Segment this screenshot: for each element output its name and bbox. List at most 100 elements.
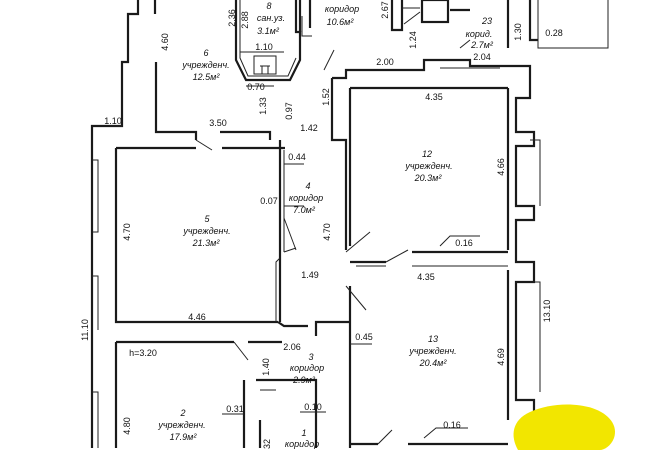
door-room12	[345, 231, 371, 253]
dim-line-016b	[423, 427, 468, 439]
dim-130: 1.30	[513, 23, 523, 41]
dim-288: 2.88	[240, 11, 250, 29]
top-corridor-area: 10.6м²	[327, 17, 355, 27]
toilet-bowl	[260, 65, 270, 74]
dim-031: 0.31	[226, 404, 244, 414]
wall-23-right	[528, 0, 538, 42]
dim-133: 1.33	[258, 97, 268, 115]
room6-number: 6	[203, 48, 208, 58]
room23-number: 23	[481, 16, 492, 26]
door-room2	[233, 341, 249, 361]
corridor1-walls	[256, 378, 318, 448]
dim-097: 0.97	[284, 102, 294, 120]
room3-name: коридор	[290, 363, 324, 373]
room2-name: учрежденч.	[157, 420, 205, 430]
room1-number: 1	[301, 428, 306, 438]
room8-name: сан.уз.	[257, 13, 285, 23]
corridor4-west-door-jamb	[275, 257, 281, 322]
dim-204: 2.04	[473, 52, 491, 62]
room12-name: учрежденч.	[404, 161, 452, 171]
room12-number: 12	[422, 149, 432, 159]
wall-room6-bottom-right	[220, 130, 272, 140]
window-west-1	[92, 159, 99, 233]
wall-room8	[234, 0, 302, 82]
dim-480: 4.80	[122, 417, 132, 435]
dim-top-110: 1.10	[104, 116, 122, 126]
dim-446: 4.46	[188, 312, 206, 322]
dim-070: 0.70	[247, 82, 265, 92]
room8-number: 8	[266, 1, 271, 11]
dim-152: 1.52	[321, 88, 331, 106]
room13-area: 20.4м²	[419, 358, 448, 368]
window-east-2	[530, 281, 541, 392]
window-west-3	[92, 391, 99, 448]
dim-044: 0.44	[288, 152, 306, 162]
toilet-tank	[253, 55, 277, 75]
dim-110: 1.10	[255, 42, 273, 52]
doors	[195, 11, 421, 445]
room6-area: 12.5м²	[193, 72, 221, 82]
dimension-labels: 2.36 2.88 4.60 1.10 0.70 1.33 0.97 1.52 …	[80, 1, 563, 449]
room4-name: коридор	[289, 193, 323, 203]
dim-010: 0.10	[304, 402, 322, 412]
dim-140: 1.40	[261, 358, 271, 376]
height-note: h=3.20	[129, 348, 157, 358]
dim-line-23	[459, 39, 471, 49]
room1-name: коридор	[285, 439, 319, 449]
dimension-lines	[222, 16, 500, 439]
dim-470-right: 4.70	[322, 223, 332, 241]
dim-32: 32	[262, 439, 272, 449]
window-west-2	[92, 275, 99, 330]
dim-142: 1.42	[300, 123, 318, 133]
door-stair	[403, 11, 421, 25]
dim-460: 4.60	[160, 33, 170, 51]
dim-007: 0.07	[260, 196, 278, 206]
room4-area: 7.0м²	[293, 205, 316, 215]
corridor3-top-left	[277, 321, 308, 328]
wall-room8-inner	[239, 0, 297, 77]
east-block-west-wall	[330, 78, 348, 250]
dim-line-top	[301, 16, 312, 37]
door-swing-room5	[283, 217, 297, 251]
dim-350: 3.50	[209, 118, 227, 128]
room13-number: 13	[428, 334, 438, 344]
highlight-blob	[513, 404, 616, 450]
wall-top-corridor-right	[390, 0, 404, 32]
corridor3-top-right	[314, 320, 350, 336]
walls	[90, 0, 609, 448]
door-room13	[345, 285, 367, 311]
door-room6	[195, 139, 213, 151]
toilet-fixture	[253, 55, 277, 75]
room4-number: 4	[305, 181, 310, 191]
dim-466: 4.66	[496, 158, 506, 176]
room13-name: учрежденч.	[408, 346, 456, 356]
dim-1110: 11.10	[80, 319, 90, 341]
dim-028: 0.28	[545, 28, 563, 38]
window-east-1	[530, 139, 541, 206]
dim-236: 2.36	[227, 9, 237, 27]
room23-name: корид.	[466, 29, 493, 39]
dim-435-top: 4.35	[425, 92, 443, 102]
door-room5	[283, 247, 297, 253]
dim-200: 2.00	[376, 57, 394, 67]
room5-area: 21.3м²	[192, 238, 221, 248]
dim-149: 1.49	[301, 270, 319, 280]
room6-name: учрежденч.	[181, 60, 229, 70]
door-room12-b	[385, 249, 409, 263]
room5-name: учрежденч.	[182, 226, 230, 236]
dim-206: 2.06	[283, 342, 301, 352]
dim-1310: 13.10	[542, 300, 552, 323]
wall-room5	[114, 148, 278, 324]
west-wall	[90, 0, 140, 448]
room3-number: 3	[308, 352, 313, 362]
dim-469: 4.69	[496, 348, 506, 366]
room5-number: 5	[204, 214, 210, 224]
top-corridor-name: коридор	[325, 4, 359, 14]
dim-470-left: 4.70	[122, 223, 132, 241]
wall-top-right-box	[537, 0, 609, 49]
room-labels: 8 сан.уз. 3.1м² коридор 10.6м² 23 корид.…	[157, 1, 494, 449]
room8-area: 3.1м²	[257, 26, 280, 36]
door-top-corridor	[323, 49, 335, 71]
stair-box	[420, 0, 450, 24]
dim-016-top: 0.16	[455, 238, 473, 248]
